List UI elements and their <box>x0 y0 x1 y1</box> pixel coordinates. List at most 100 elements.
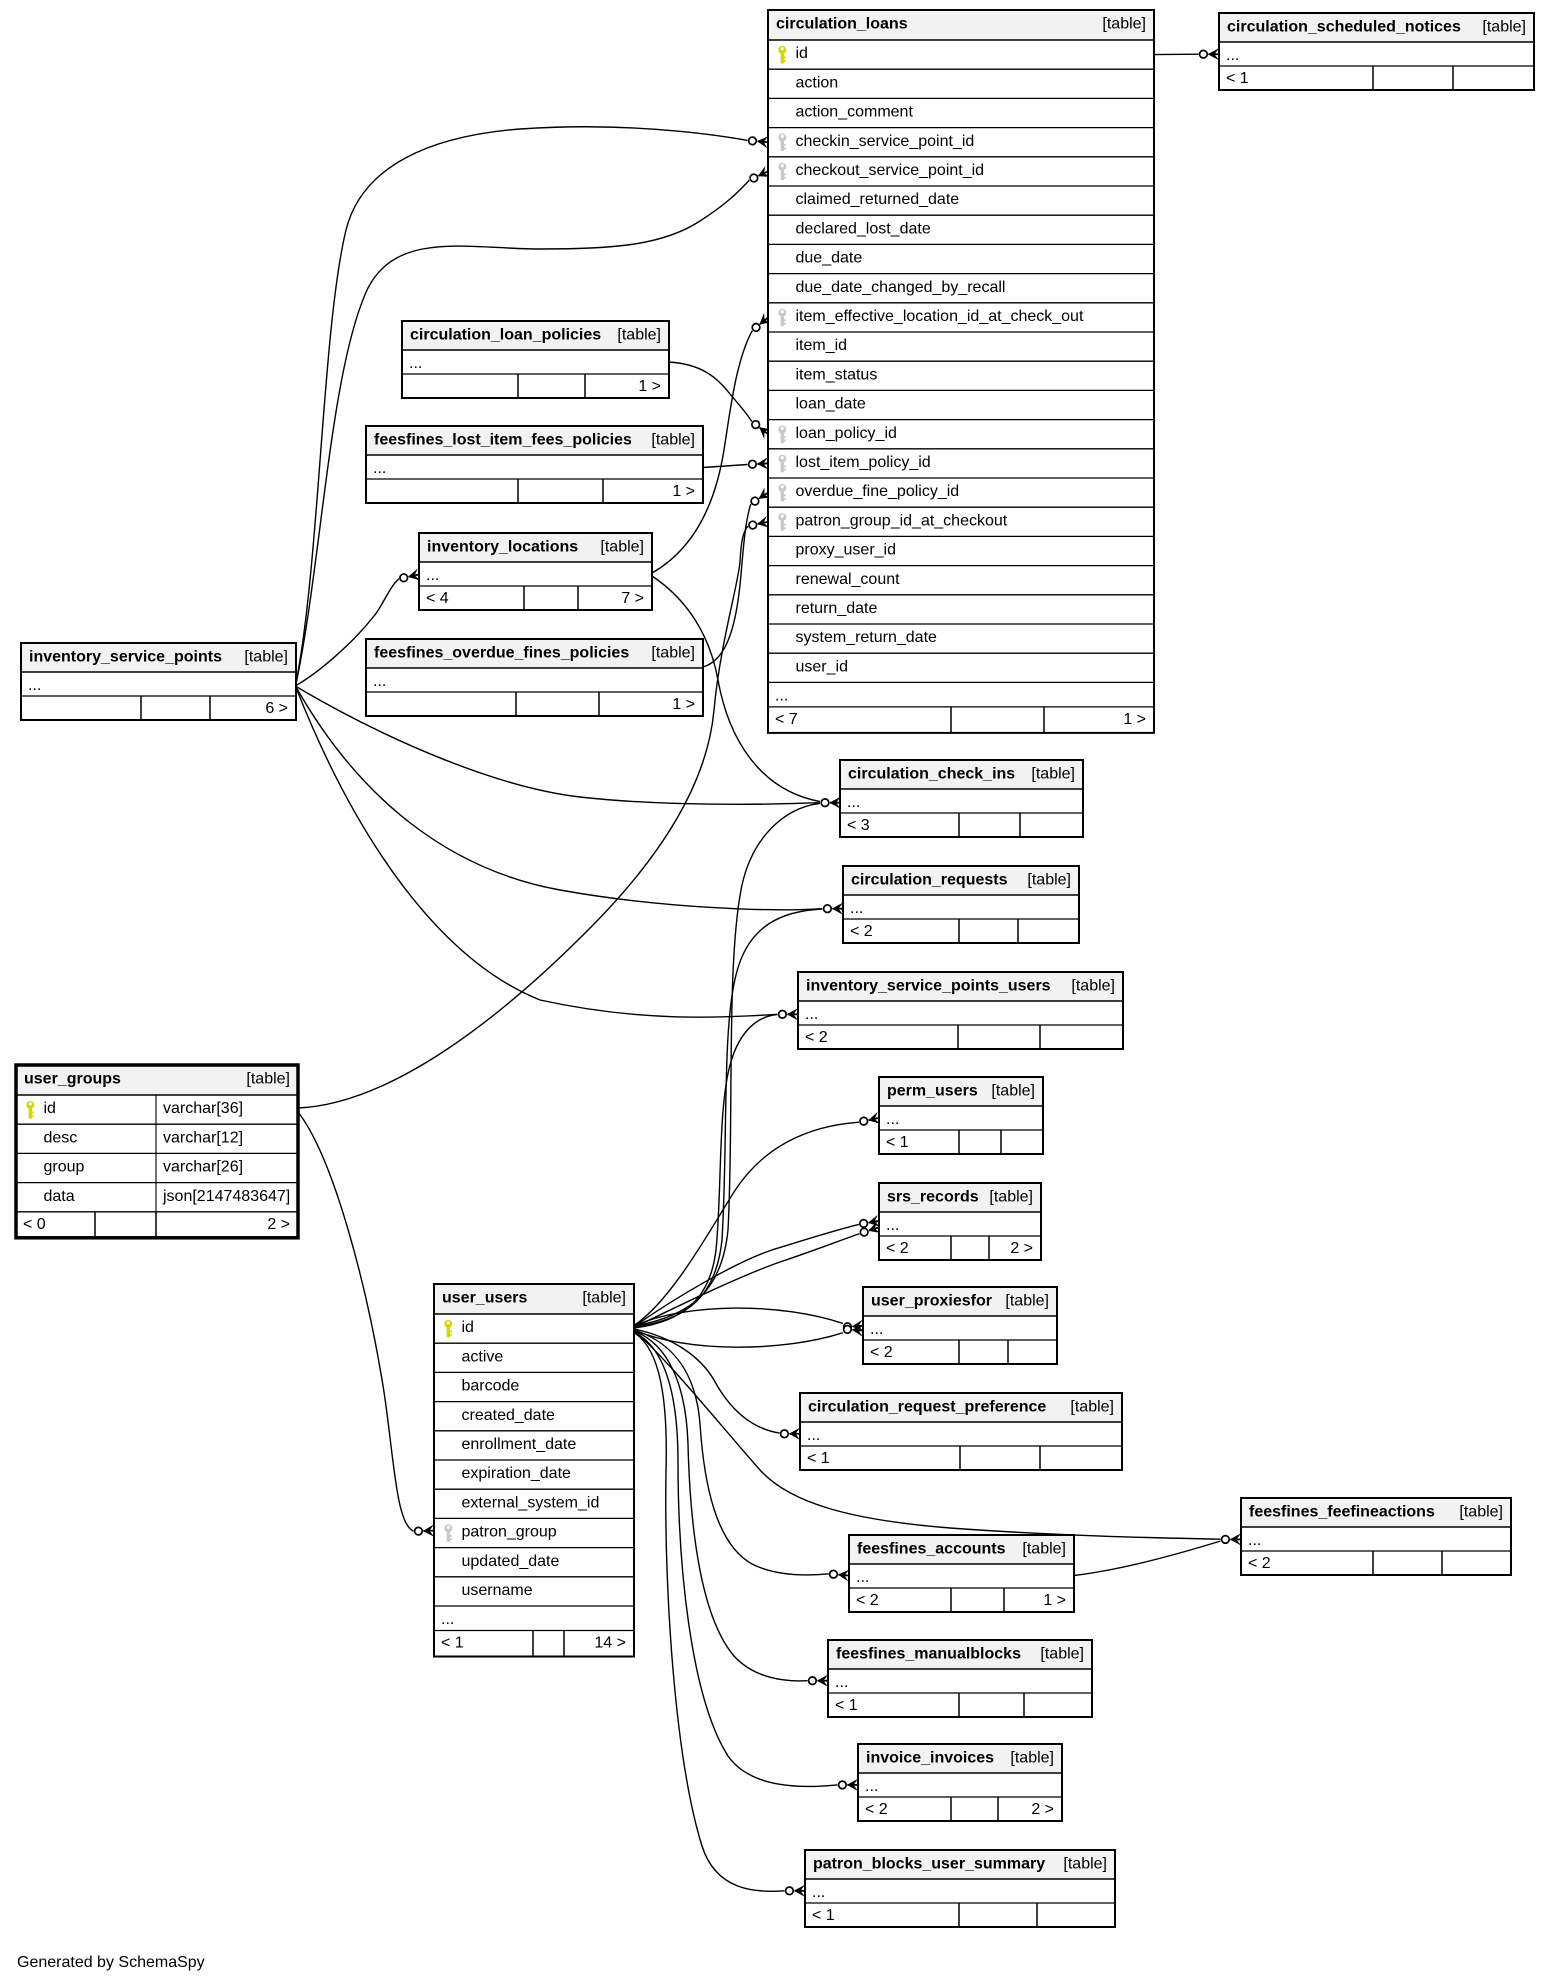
svg-text:circulation_loans: circulation_loans <box>776 16 908 33</box>
svg-text:loan_date: loan_date <box>796 396 866 413</box>
svg-text:inventory_locations: inventory_locations <box>427 539 578 556</box>
svg-text:< 1: < 1 <box>886 1134 909 1151</box>
svg-text:[table]: [table] <box>1071 978 1115 995</box>
svg-text:[table]: [table] <box>1027 872 1071 889</box>
svg-text:json[2147483647]: json[2147483647] <box>162 1188 290 1205</box>
svg-text:...: ... <box>856 1569 869 1586</box>
svg-text:circulation_loan_policies: circulation_loan_policies <box>410 327 601 344</box>
svg-text:< 4: < 4 <box>426 590 449 607</box>
svg-text:circulation_check_ins: circulation_check_ins <box>848 766 1015 783</box>
svg-text:...: ... <box>775 687 788 704</box>
svg-text:[table]: [table] <box>600 539 644 556</box>
svg-text:action_comment: action_comment <box>796 104 914 121</box>
svg-text:due_date_changed_by_recall: due_date_changed_by_recall <box>796 279 1006 296</box>
svg-text:[table]: [table] <box>617 327 661 344</box>
svg-text:feesfines_lost_item_fees_polic: feesfines_lost_item_fees_policies <box>374 432 632 449</box>
svg-text:[table]: [table] <box>1040 1646 1084 1663</box>
svg-text:[table]: [table] <box>246 1071 290 1088</box>
svg-text:14 >: 14 > <box>594 1635 626 1652</box>
svg-text:...: ... <box>373 673 386 690</box>
svg-text:< 1: < 1 <box>812 1907 835 1924</box>
svg-text:2 >: 2 > <box>267 1216 290 1233</box>
svg-text:1 >: 1 > <box>1123 711 1146 728</box>
svg-text:< 3: < 3 <box>847 817 870 834</box>
svg-text:[table]: [table] <box>582 1290 626 1307</box>
svg-text:overdue_fine_policy_id: overdue_fine_policy_id <box>796 483 960 500</box>
svg-text:[table]: [table] <box>1482 19 1526 36</box>
svg-text:id: id <box>796 45 808 62</box>
svg-text:6 >: 6 > <box>265 700 288 717</box>
svg-text:system_return_date: system_return_date <box>796 629 938 646</box>
svg-text:[table]: [table] <box>991 1083 1035 1100</box>
svg-text:2 >: 2 > <box>1031 1801 1054 1818</box>
svg-text:srs_records: srs_records <box>887 1189 979 1206</box>
svg-text:item_id: item_id <box>796 337 848 354</box>
svg-text:invoice_invoices: invoice_invoices <box>866 1750 994 1767</box>
svg-text:< 2: < 2 <box>870 1344 893 1361</box>
svg-text:patron_group_id_at_checkout: patron_group_id_at_checkout <box>796 512 1008 529</box>
svg-text:varchar[26]: varchar[26] <box>163 1159 243 1176</box>
svg-text:[table]: [table] <box>1070 1399 1114 1416</box>
svg-text:2 >: 2 > <box>1010 1240 1033 1257</box>
svg-text:< 1: < 1 <box>807 1450 830 1467</box>
svg-text:< 2: < 2 <box>850 923 873 940</box>
svg-text:[table]: [table] <box>1031 766 1075 783</box>
svg-text:loan_policy_id: loan_policy_id <box>796 425 897 442</box>
svg-text:user_proxiesfor: user_proxiesfor <box>871 1293 992 1310</box>
svg-text:checkout_service_point_id: checkout_service_point_id <box>796 162 985 179</box>
svg-text:< 1: < 1 <box>1226 70 1249 87</box>
svg-text:< 2: < 2 <box>886 1240 909 1257</box>
svg-text:circulation_requests: circulation_requests <box>851 872 1008 889</box>
svg-text:active: active <box>462 1348 504 1365</box>
svg-text:inventory_service_points: inventory_service_points <box>29 649 222 666</box>
svg-text:feesfines_overdue_fines_polici: feesfines_overdue_fines_policies <box>374 645 629 662</box>
svg-text:...: ... <box>28 677 41 694</box>
svg-text:external_system_id: external_system_id <box>462 1494 600 1511</box>
svg-text:1 >: 1 > <box>672 696 695 713</box>
svg-text:< 2: < 2 <box>805 1029 828 1046</box>
svg-text:...: ... <box>409 355 422 372</box>
svg-text:patron_group: patron_group <box>462 1524 557 1541</box>
svg-text:...: ... <box>835 1674 848 1691</box>
svg-text:group: group <box>44 1159 85 1176</box>
svg-text:feesfines_accounts: feesfines_accounts <box>857 1541 1006 1558</box>
svg-text:action: action <box>796 74 839 91</box>
svg-text:[table]: [table] <box>1102 16 1146 33</box>
svg-text:varchar[36]: varchar[36] <box>163 1100 243 1117</box>
svg-text:< 1: < 1 <box>441 1635 464 1652</box>
svg-text:user_id: user_id <box>796 658 848 675</box>
svg-text:[table]: [table] <box>1063 1856 1107 1873</box>
svg-text:< 2: < 2 <box>865 1801 888 1818</box>
svg-text:data: data <box>44 1188 75 1205</box>
svg-text:item_effective_location_id_at_: item_effective_location_id_at_check_out <box>796 308 1084 325</box>
svg-text:[table]: [table] <box>244 649 288 666</box>
svg-text:item_status: item_status <box>796 366 878 383</box>
svg-text:user_users: user_users <box>442 1290 527 1307</box>
svg-text:circulation_request_preference: circulation_request_preference <box>808 1399 1046 1416</box>
svg-text:...: ... <box>373 460 386 477</box>
svg-text:1 >: 1 > <box>638 378 661 395</box>
svg-text:varchar[12]: varchar[12] <box>163 1129 243 1146</box>
svg-text:...: ... <box>870 1321 883 1338</box>
svg-text:claimed_returned_date: claimed_returned_date <box>796 191 960 208</box>
svg-text:feesfines_feefineactions: feesfines_feefineactions <box>1249 1504 1435 1521</box>
svg-text:created_date: created_date <box>462 1407 556 1424</box>
svg-text:< 0: < 0 <box>23 1216 46 1233</box>
svg-text:user_groups: user_groups <box>24 1071 121 1088</box>
svg-text:expiration_date: expiration_date <box>462 1465 572 1482</box>
svg-text:[table]: [table] <box>1005 1293 1049 1310</box>
svg-text:inventory_service_points_users: inventory_service_points_users <box>806 978 1051 995</box>
svg-text:...: ... <box>812 1884 825 1901</box>
svg-text:username: username <box>462 1582 533 1599</box>
svg-text:checkin_service_point_id: checkin_service_point_id <box>796 133 975 150</box>
svg-text:[table]: [table] <box>651 645 695 662</box>
svg-text:...: ... <box>865 1778 878 1795</box>
svg-text:feesfines_manualblocks: feesfines_manualblocks <box>836 1646 1021 1663</box>
svg-text:[table]: [table] <box>651 432 695 449</box>
svg-text:[table]: [table] <box>1010 1750 1054 1767</box>
svg-text:barcode: barcode <box>462 1378 520 1395</box>
svg-text:[table]: [table] <box>989 1189 1033 1206</box>
svg-text:1 >: 1 > <box>1043 1592 1066 1609</box>
svg-text:...: ... <box>847 794 860 811</box>
svg-text:...: ... <box>850 900 863 917</box>
